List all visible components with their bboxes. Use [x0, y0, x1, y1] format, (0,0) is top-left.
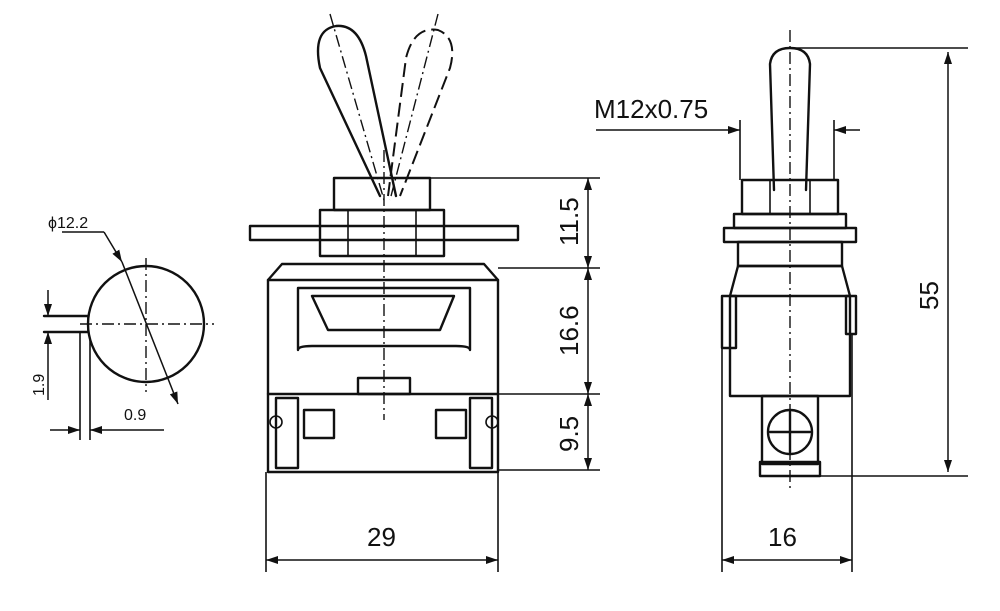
lever-dashed [387, 28, 454, 197]
terminal-foot [758, 460, 822, 478]
front-view: 11.5 16.6 9.5 29 [248, 13, 600, 572]
body-window-inner [310, 294, 456, 332]
pin-width-label: 1.9 [31, 374, 48, 396]
diameter-line [121, 261, 179, 405]
body-window [296, 286, 472, 352]
lever-centerline-b [389, 13, 439, 201]
lever-centerline-a [329, 13, 385, 201]
terminal-right-hole [485, 415, 499, 429]
terminal-right-post [434, 408, 468, 440]
terminal-right [468, 396, 494, 470]
terminal-left-post [302, 408, 336, 440]
terminal-left [274, 396, 300, 470]
dim-width-front: 29 [367, 522, 396, 552]
dim-thread: M12x0.75 [594, 94, 708, 124]
diameter-leader [103, 231, 123, 263]
circle-section-view: ϕ12.2 1.9 0.9 [31, 215, 214, 440]
dim-height-low: 9.5 [554, 416, 584, 452]
dim-height-top: 11.5 [554, 197, 584, 246]
mounting-nut [318, 208, 446, 258]
dim-width-side: 16 [768, 522, 797, 552]
diameter-label: ϕ12.2 [48, 215, 88, 232]
screw-head [766, 408, 814, 456]
terminal-left-hole [269, 415, 283, 429]
side-clip-left [720, 294, 738, 350]
dim-height-mid: 16.6 [554, 305, 584, 356]
screw-terminal [760, 394, 820, 466]
dim-total-height: 55 [914, 281, 944, 310]
lever-solid [316, 24, 398, 198]
side-clip-right [844, 294, 858, 336]
pin-depth-label: 0.9 [124, 407, 146, 424]
side-view: M12x0.75 55 16 [594, 30, 968, 572]
